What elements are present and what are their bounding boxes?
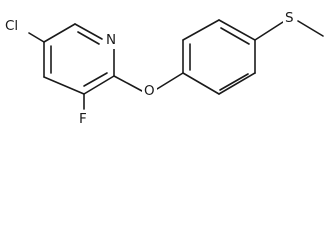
fluorine-atom: F [79,111,87,127]
bond-b6-b1 [182,72,220,95]
bond-b3-b4 [218,19,256,41]
bond-c2-c3 [83,75,115,95]
bond-b3-b4-inner [220,27,250,45]
bond-b2-b3 [182,19,220,41]
bond-o-c1p [156,72,184,90]
molecule-structure: Cl N F O S [4,9,324,128]
bond-c5-cl [28,32,45,43]
bond-c2-o [113,75,143,92]
bond-b5-b6-inner [219,73,249,91]
pyridine-ring [43,23,115,95]
bond-c3-c4 [43,76,85,95]
bond-c6-n [74,23,103,40]
oxygen-atom: O [144,83,155,99]
atom-labels: Cl N F O S [4,9,297,128]
benzene-ring [182,19,256,95]
bond-b4-s [254,21,284,41]
bond-c5-c6 [43,23,76,43]
nitrogen-atom: N [106,32,116,48]
bond-b5-b6 [218,72,256,95]
bond-s-ch3 [297,20,324,37]
chlorine-atom: Cl [5,18,18,34]
bond-c6-n-inner [77,31,100,45]
bond-c2-c3-inner [83,72,108,87]
sulfur-atom: S [285,10,294,26]
